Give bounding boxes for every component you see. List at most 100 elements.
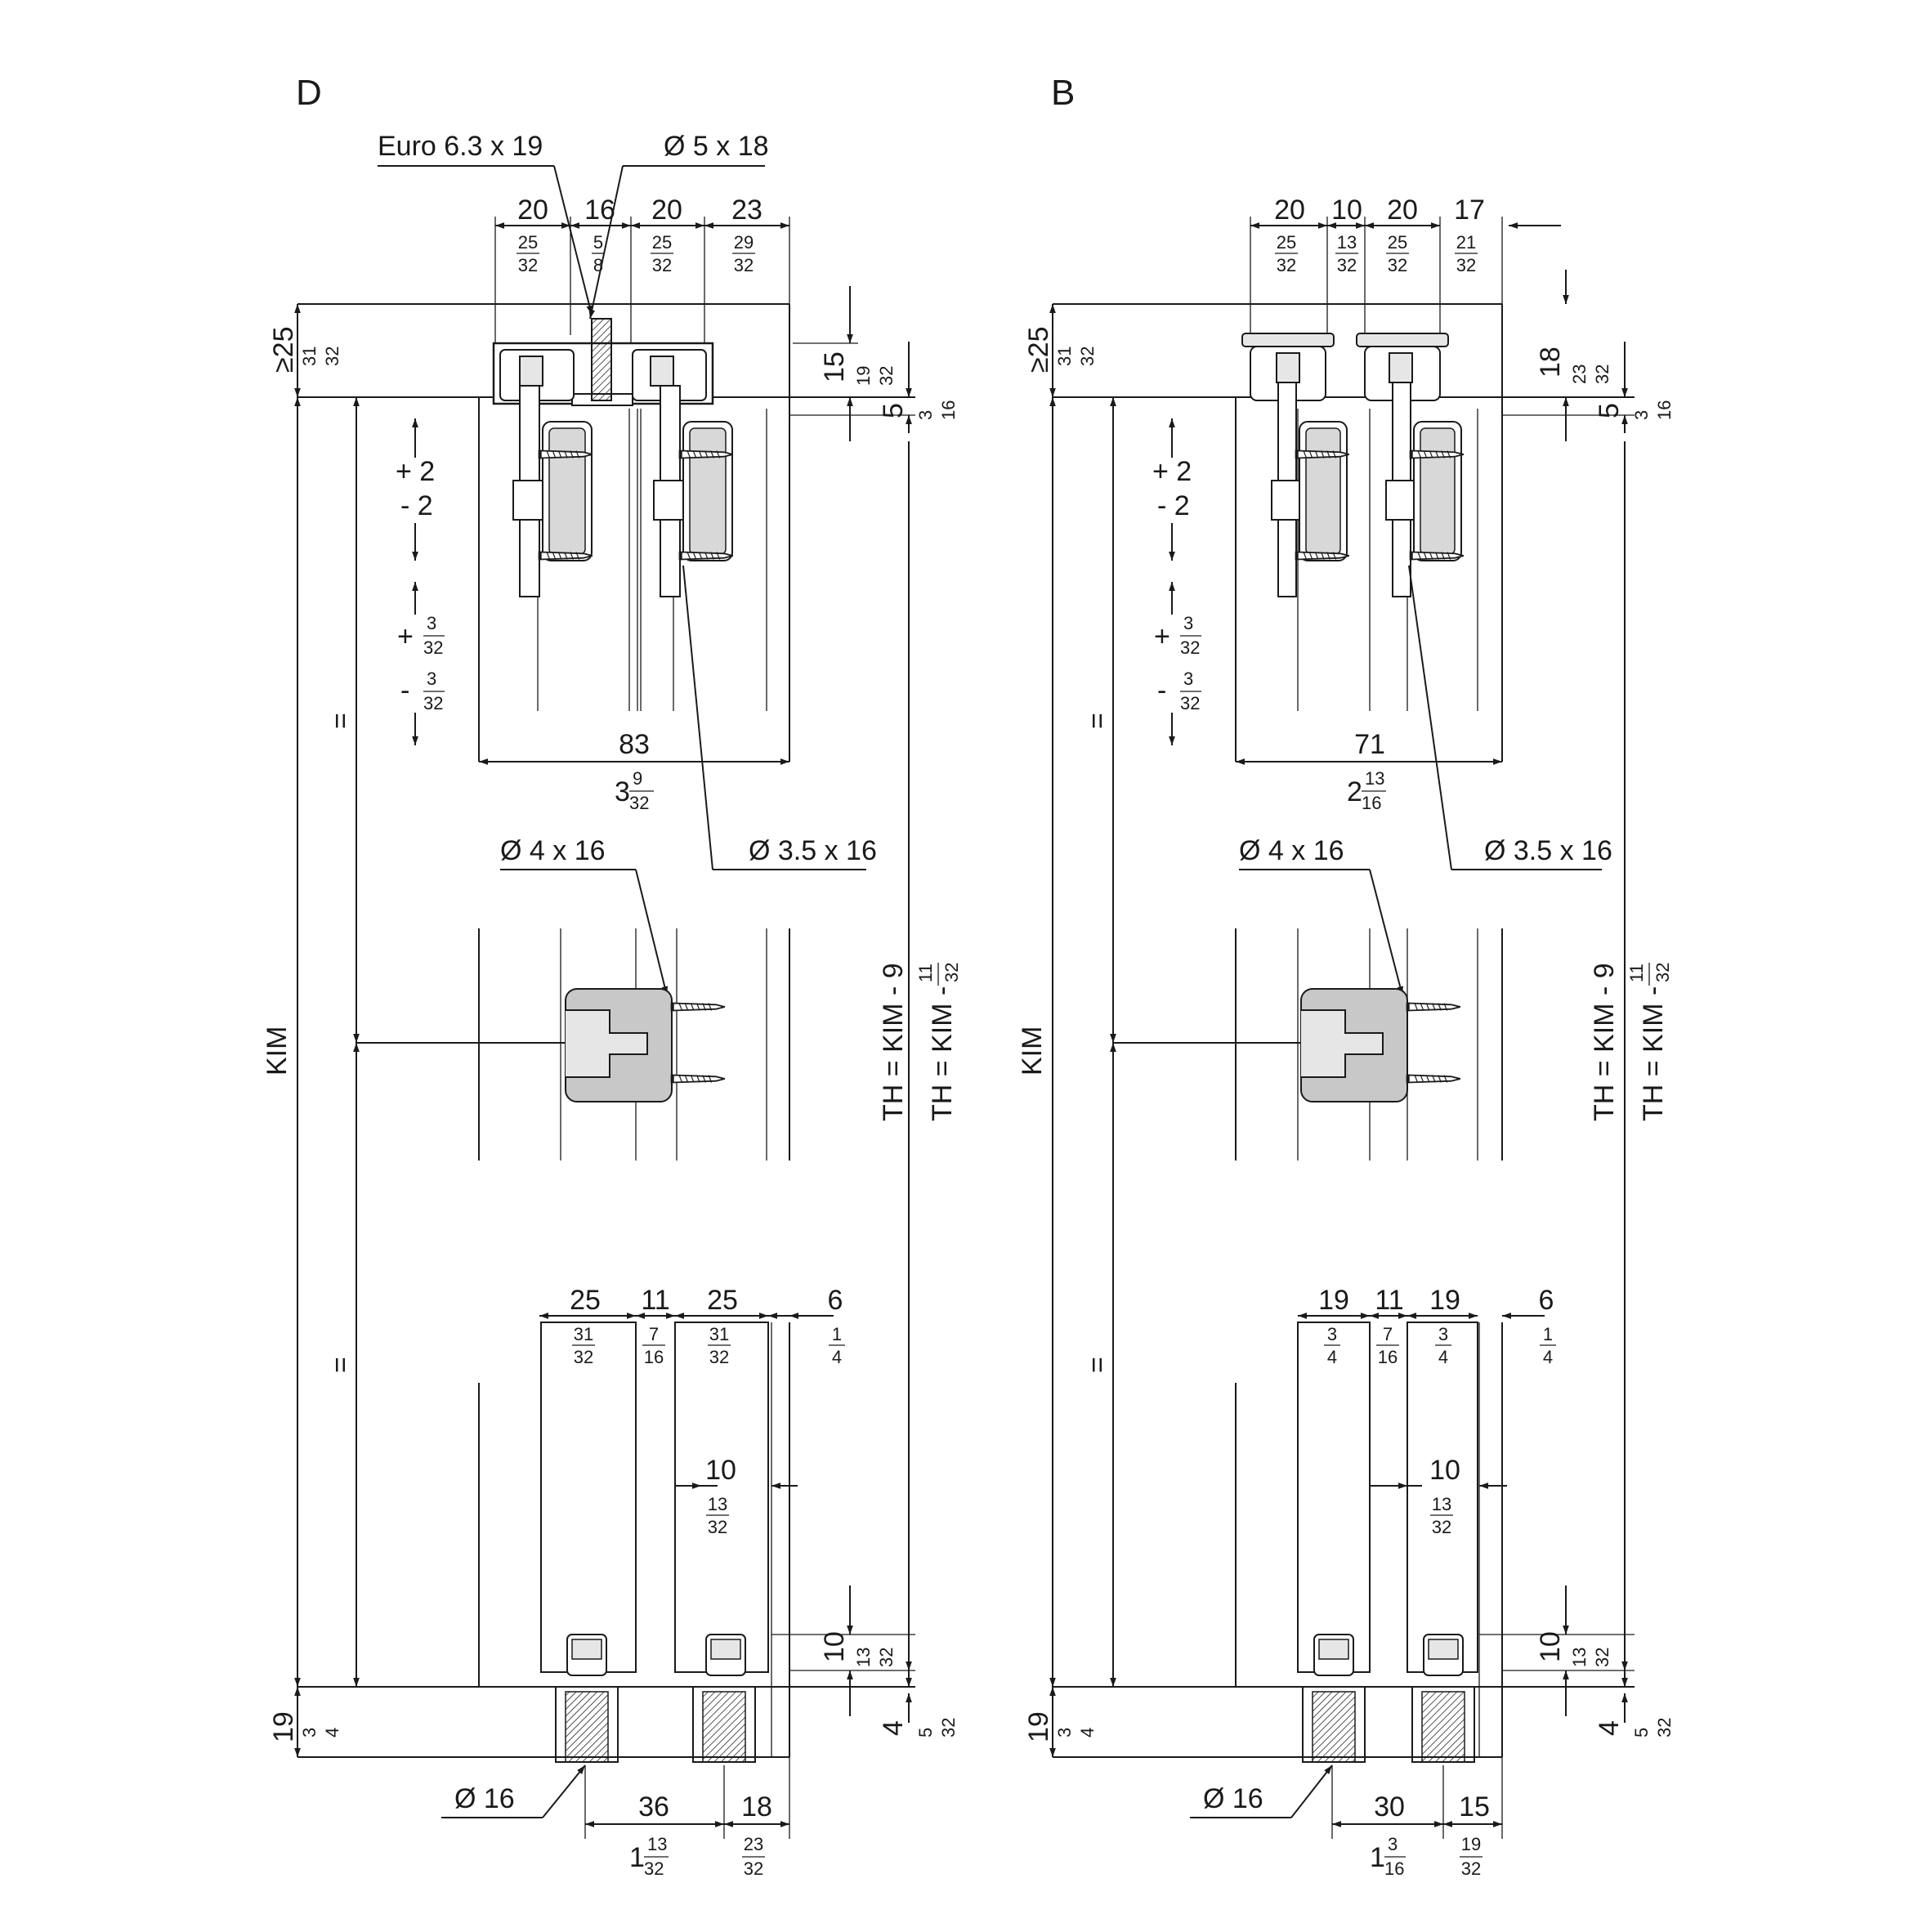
- top-dim-3-den: 32: [1388, 255, 1407, 275]
- gap-mm: 10: [1429, 1455, 1460, 1486]
- adjust-plus-in-num: 3: [427, 613, 436, 633]
- bottom-dim-1-num: 3: [1327, 1324, 1337, 1344]
- bottom-dim-2-den: 16: [644, 1347, 664, 1367]
- edge-mm: 15: [1459, 1791, 1490, 1822]
- spacing-whole: 1: [1370, 1842, 1385, 1873]
- right-four-mm: 4: [878, 1720, 909, 1736]
- left-bottom-den: 4: [1077, 1728, 1098, 1737]
- bottom-dim-2-num: 7: [649, 1324, 659, 1344]
- left-top-mm: ≥25: [1023, 327, 1054, 373]
- left-top-num: 31: [1054, 347, 1075, 366]
- top-dim-1-mm: 20: [1274, 195, 1305, 226]
- bottom-dim-1-mm: 25: [570, 1285, 601, 1316]
- left-bottom-num: 3: [299, 1728, 320, 1737]
- top-dim-2-mm: 16: [584, 195, 615, 226]
- top-dim-3-num: 25: [1388, 232, 1407, 253]
- right-four-den: 32: [938, 1718, 959, 1737]
- adjust-minus-in-den: 32: [423, 693, 443, 713]
- right-five-mm: 5: [1594, 403, 1625, 418]
- bottom-dimension-chain: 19 3 4 11 7 16 19 3 4 6 1 4: [1298, 1285, 1556, 1367]
- right-top-num: 23: [1569, 364, 1590, 384]
- floor-guide-right: [692, 1634, 756, 1763]
- left-bottom-den: 4: [322, 1728, 342, 1737]
- hanger-fitting-left: [512, 385, 594, 597]
- bottom-dim-2-mm: 11: [1375, 1285, 1403, 1316]
- bottom-dim-3-num: 3: [1438, 1324, 1448, 1344]
- gap-mm: 10: [705, 1455, 736, 1486]
- equal-upper: =: [1082, 713, 1113, 729]
- adjust-plus-in: +: [1154, 621, 1170, 652]
- width-den: 16: [1362, 793, 1381, 813]
- adjust-plus-mm: + 2: [396, 456, 435, 487]
- edge-den: 32: [744, 1858, 763, 1879]
- right-top-num: 19: [853, 366, 874, 386]
- top-dim-2-den: 32: [1337, 255, 1357, 275]
- right-four-num: 5: [915, 1728, 936, 1737]
- adjust-minus-in-den: 32: [1180, 693, 1200, 713]
- th-in-den: 32: [1652, 963, 1673, 982]
- right-bottom-den: 32: [1592, 1648, 1612, 1667]
- bottom-dim-3-mm: 25: [707, 1285, 738, 1316]
- right-five-den: 16: [1654, 400, 1675, 420]
- callout-screw-3-5: Ø 3.5 x 16: [1484, 835, 1612, 866]
- kim-label: KIM: [1017, 1026, 1048, 1076]
- adjust-minus-in-num: 3: [1183, 669, 1193, 689]
- left-bottom-mm: 19: [268, 1711, 299, 1742]
- edge-num: 23: [744, 1834, 763, 1854]
- th-in-den: 32: [941, 963, 962, 982]
- left-bottom-mm: 19: [1023, 1711, 1054, 1742]
- spacing-whole: 1: [629, 1842, 645, 1873]
- width-num: 9: [633, 768, 642, 789]
- right-five-num: 3: [915, 410, 936, 420]
- view-label: B: [1051, 73, 1075, 113]
- width-mm: 83: [619, 729, 650, 760]
- floor-guide-left: [1302, 1634, 1366, 1763]
- left-bottom-num: 3: [1054, 1728, 1075, 1737]
- top-dim-1-mm: 20: [517, 195, 548, 226]
- adjust-minus-mm: - 2: [1157, 490, 1190, 521]
- bottom-dim-4-num: 1: [832, 1324, 842, 1344]
- callout-screw-3-5: Ø 3.5 x 16: [749, 835, 877, 866]
- adjust-minus-mm: - 2: [400, 490, 433, 521]
- top-dim-4-num: 29: [734, 232, 754, 253]
- bottom-dim-1-num: 31: [574, 1324, 593, 1344]
- th-in: TH = KIM -: [927, 986, 958, 1121]
- spacing-mm: 30: [1374, 1791, 1405, 1822]
- door-guide-block: [1300, 988, 1462, 1102]
- width-den: 32: [629, 793, 649, 813]
- bottom-dim-4-num: 1: [1543, 1324, 1553, 1344]
- top-dim-4-num: 21: [1456, 232, 1476, 253]
- adjust-minus-in-num: 3: [427, 669, 436, 689]
- width-whole: 3: [615, 776, 630, 807]
- right-bottom-num: 13: [853, 1648, 874, 1667]
- hanger-fitting-right: [1385, 382, 1465, 597]
- top-dim-4-mm: 23: [731, 195, 763, 226]
- gap-num: 13: [1432, 1494, 1451, 1514]
- bottom-dim-3-num: 31: [709, 1324, 729, 1344]
- view-label: D: [296, 73, 322, 113]
- bottom-dim-4-den: 4: [1543, 1347, 1553, 1367]
- kim-label: KIM: [262, 1026, 293, 1076]
- bottom-dim-1-mm: 19: [1318, 1285, 1349, 1316]
- top-dim-4-mm: 17: [1454, 195, 1485, 226]
- top-dim-2-den: 8: [593, 255, 603, 275]
- floor-guide-right: [1411, 1634, 1475, 1763]
- bottom-dimension-chain: 25 31 32 11 7 16 25 31 32 6 1 4: [539, 1285, 845, 1367]
- spacing-mm: 36: [638, 1791, 669, 1822]
- dia-label: Ø 16: [1203, 1783, 1263, 1814]
- gap-den: 32: [1432, 1517, 1451, 1537]
- bottom-dim-4-mm: 6: [1539, 1285, 1554, 1316]
- door-guide-block: [565, 988, 727, 1102]
- right-top-mm: 18: [1535, 347, 1566, 378]
- right-top-den: 32: [876, 366, 897, 386]
- bottom-dim-2-mm: 11: [641, 1285, 669, 1316]
- right-four-den: 32: [1654, 1718, 1675, 1737]
- bottom-dim-1-den: 4: [1327, 1347, 1337, 1367]
- right-bottom-den: 32: [876, 1648, 897, 1667]
- spacing-num: 13: [647, 1834, 667, 1854]
- spacing-den: 32: [644, 1858, 664, 1879]
- right-five-den: 16: [938, 400, 959, 420]
- callout-screw-4: Ø 4 x 16: [500, 835, 606, 866]
- bottom-dim-2-den: 16: [1378, 1347, 1398, 1367]
- top-dimension-chain: 20 25 32 10 13 32 20 25 32 17 21 32: [1250, 195, 1561, 343]
